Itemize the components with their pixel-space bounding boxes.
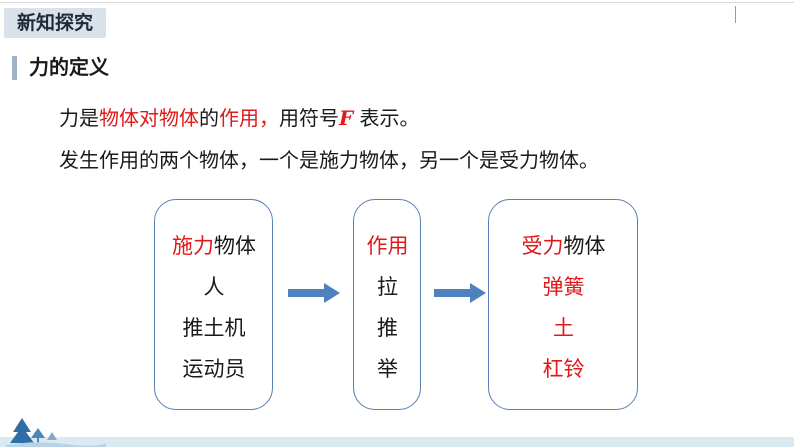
explanation-line: 发生作用的两个物体，一个是施力物体，另一个是受力物体。 xyxy=(59,148,599,172)
list-item: 弹簧 xyxy=(542,275,585,299)
receiving-heading: 受力物体 xyxy=(521,234,606,258)
definition-line: 力是物体对物体的作用，用符号F 表示。 xyxy=(59,103,420,133)
def-text-3: 用符号 xyxy=(279,106,339,130)
receiving-object-box xyxy=(488,199,638,410)
tree-icon xyxy=(6,418,106,447)
list-item: 杠铃 xyxy=(542,357,585,381)
right-arrow-icon xyxy=(288,283,340,303)
exerting-object-box xyxy=(154,199,273,410)
section-marker xyxy=(12,56,17,80)
exerting-object-list: 施力物体 人 推土机 运动员 xyxy=(154,226,274,390)
divider xyxy=(735,6,736,23)
def-highlight-2: 作用， xyxy=(219,106,279,130)
right-arrow-icon xyxy=(434,283,486,303)
list-item: 运动员 xyxy=(182,357,246,381)
action-heading: 作用 xyxy=(366,234,409,258)
section-title: 力的定义 xyxy=(29,55,109,79)
exerting-heading: 施力物体 xyxy=(172,234,256,258)
receiving-object-list: 受力物体 弹簧 土 杠铃 xyxy=(488,226,639,390)
list-item: 人 xyxy=(203,275,225,299)
list-item: 推土机 xyxy=(182,316,246,340)
top-rule xyxy=(0,2,794,3)
def-highlight-1: 物体对物体 xyxy=(99,106,199,130)
section-tag: 新知探究 xyxy=(4,8,106,38)
def-text-1: 力是 xyxy=(59,106,99,130)
def-text-4: 表示。 xyxy=(353,106,420,130)
list-item: 推 xyxy=(377,316,398,340)
def-text-2: 的 xyxy=(199,106,219,130)
list-item: 举 xyxy=(377,357,398,381)
action-box xyxy=(353,199,421,410)
footer-strip xyxy=(0,437,794,447)
force-symbol: F xyxy=(339,106,354,130)
list-item: 土 xyxy=(553,316,574,340)
action-list: 作用 拉 推 举 xyxy=(353,226,422,390)
list-item: 拉 xyxy=(377,275,398,299)
